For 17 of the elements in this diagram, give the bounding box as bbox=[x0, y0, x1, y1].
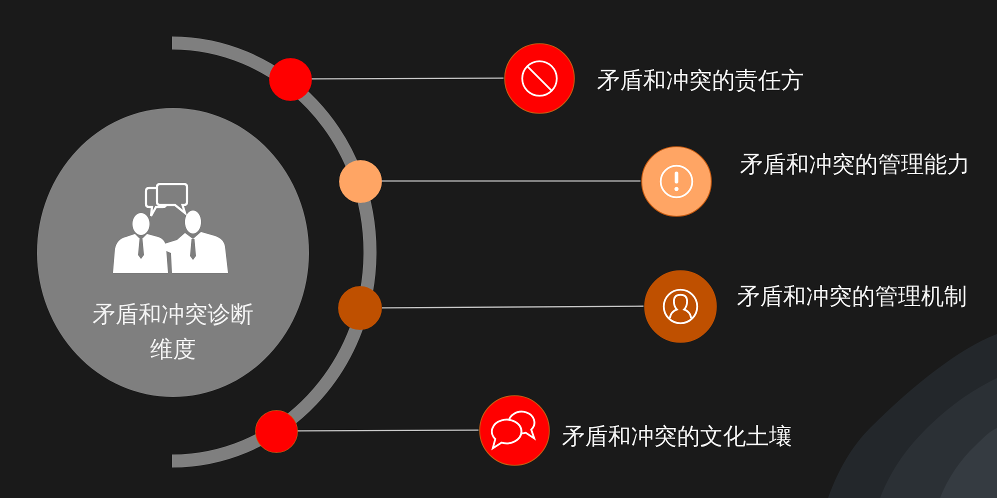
ban-icon bbox=[504, 42, 574, 114]
dot bbox=[254, 410, 298, 452]
circle-title: 矛盾和冲突诊断维度 bbox=[92, 301, 254, 365]
chat-icon bbox=[478, 394, 550, 466]
dot bbox=[338, 286, 382, 330]
connector-line bbox=[382, 306, 644, 309]
connector-line bbox=[298, 429, 478, 432]
item-label: 矛盾和冲突的管理能力 bbox=[740, 151, 970, 180]
alert-icon bbox=[640, 146, 712, 216]
dot bbox=[268, 58, 312, 100]
item-label: 矛盾和冲突的责任方 bbox=[597, 67, 804, 96]
dot bbox=[338, 160, 382, 202]
item-label: 矛盾和冲突的管理机制 bbox=[737, 283, 967, 312]
connector-line bbox=[312, 77, 504, 80]
connector-line bbox=[382, 180, 640, 182]
item-label: 矛盾和冲突的文化土壤 bbox=[562, 423, 792, 452]
user-icon bbox=[644, 270, 716, 342]
